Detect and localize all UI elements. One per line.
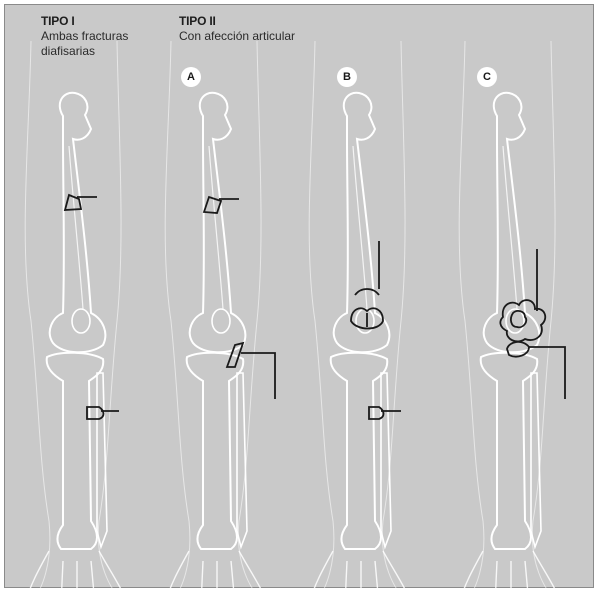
leg-tipo1 (25, 41, 129, 589)
fracture-classification-figure: TIPO I Ambas fracturas diafisarias TIPO … (4, 4, 594, 588)
leg-illustrations (5, 5, 595, 589)
leg-tipo2-b (309, 41, 413, 589)
leg-tipo2-a (165, 41, 269, 589)
fracture-marker-tibia-tipo1 (87, 407, 119, 419)
fracture-marker-comminuted-knee-c (500, 249, 565, 399)
